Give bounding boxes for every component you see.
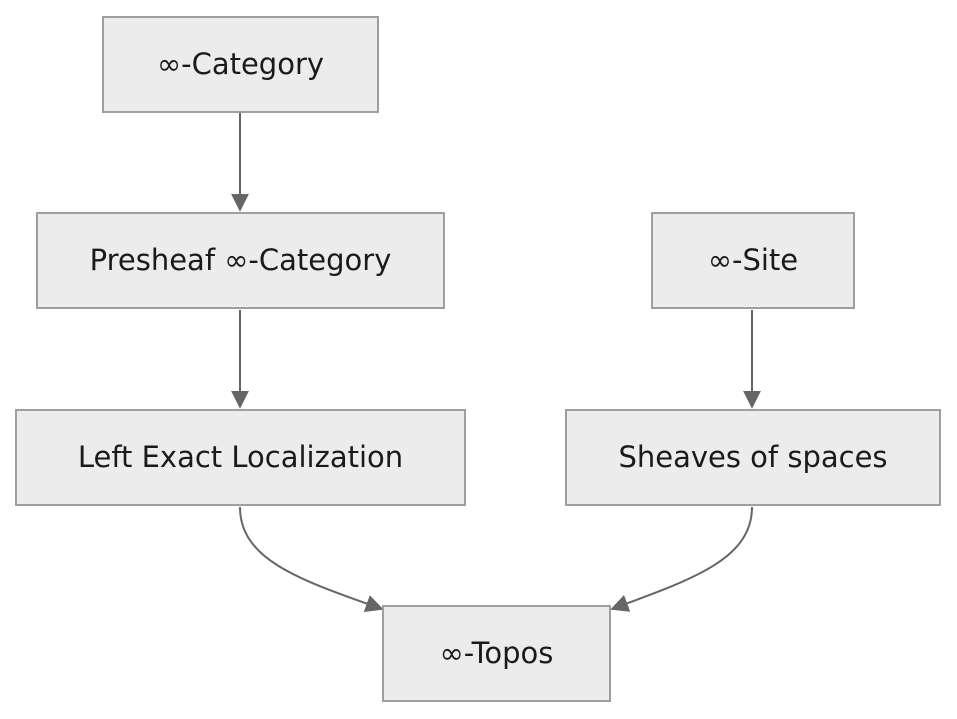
edge-sheaves-to-topos	[610, 506, 753, 612]
node-infinity-category: ∞-Category	[102, 16, 379, 113]
edge-localization-to-topos	[239, 506, 384, 613]
node-sheaves-of-spaces-label: Sheaves of spaces	[618, 440, 888, 474]
node-infinity-topos-label: ∞-Topos	[439, 636, 554, 670]
node-infinity-site-label: ∞-Site	[707, 243, 799, 277]
node-left-exact-localization-label: Left Exact Localization	[77, 440, 404, 474]
node-infinity-category-label: ∞-Category	[156, 47, 325, 81]
node-presheaf-category-label: Presheaf ∞-Category	[89, 243, 392, 277]
node-infinity-topos: ∞-Topos	[382, 605, 611, 702]
node-presheaf-category: Presheaf ∞-Category	[36, 212, 445, 309]
node-infinity-site: ∞-Site	[651, 212, 855, 309]
node-sheaves-of-spaces: Sheaves of spaces	[565, 409, 941, 506]
node-left-exact-localization: Left Exact Localization	[15, 409, 466, 506]
